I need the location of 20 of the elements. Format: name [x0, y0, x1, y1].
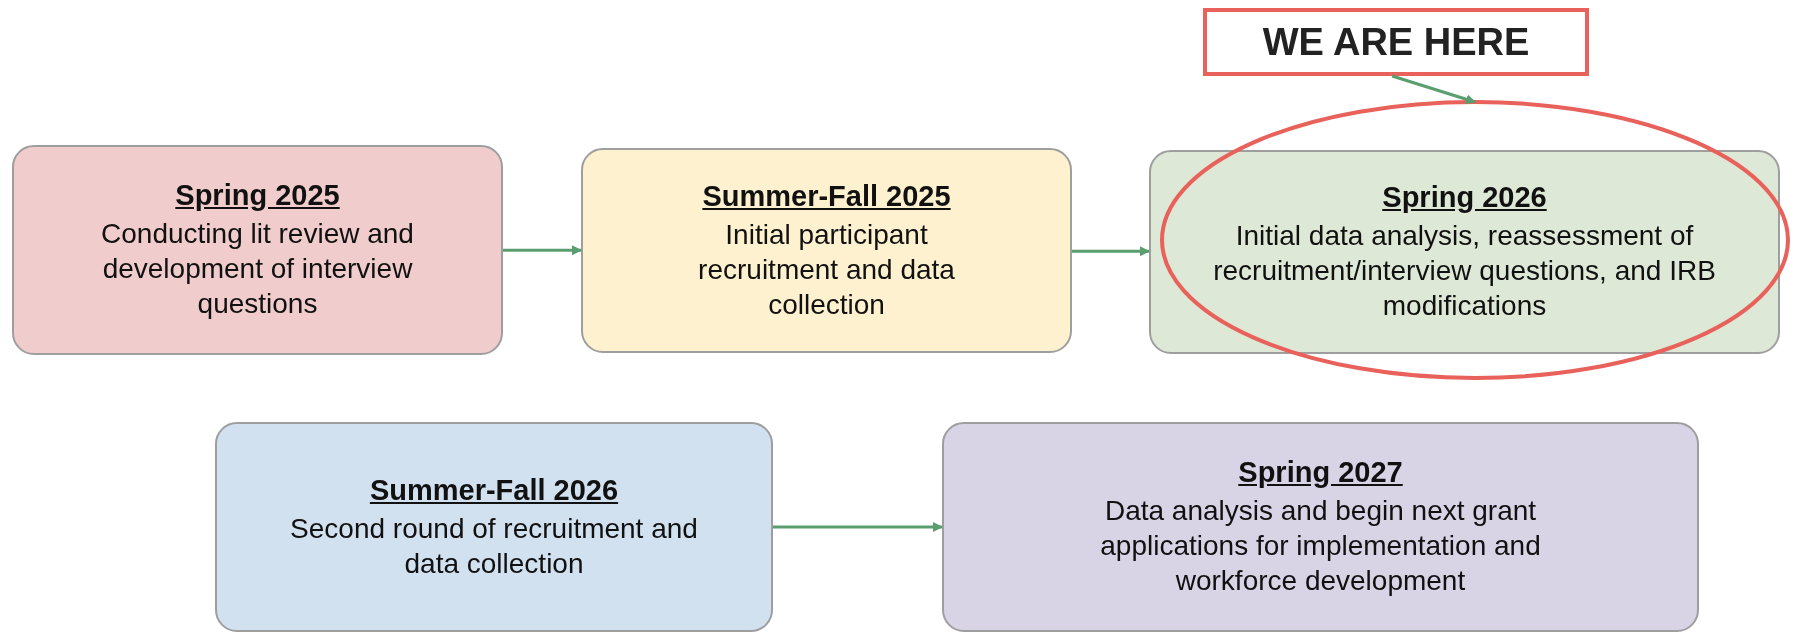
period-heading: Spring 2025 [175, 179, 340, 212]
timeline-box [942, 422, 1699, 632]
period-heading: Spring 2026 [1382, 181, 1547, 214]
period-heading: Summer-Fall 2025 [702, 179, 951, 213]
timeline-box [12, 145, 503, 355]
callout-box: WE ARE HERE [1203, 8, 1589, 76]
period-description: Data analysis and begin next grant applications for implementation and workforce development [1099, 494, 1542, 598]
highlight-ellipse [1160, 100, 1790, 380]
arrow [503, 245, 582, 256]
period-description: Initial data analysis, reassessment of recruitment/interview questions, and IRB modifications [1212, 219, 1717, 323]
arrow [773, 522, 943, 532]
timeline-box [215, 422, 773, 632]
period-heading: Spring 2027 [1238, 456, 1403, 489]
period-description: Conducting lit review and development of interview questions [100, 217, 415, 321]
period-description: Second round of recruitment and data collection [289, 511, 699, 581]
arrow [1072, 246, 1150, 257]
period-heading: Summer-Fall 2026 [369, 473, 619, 507]
period-description: Initial participant recruitment and data collection [697, 217, 956, 322]
arrow [1391, 74, 1476, 105]
timeline-box [581, 148, 1072, 353]
